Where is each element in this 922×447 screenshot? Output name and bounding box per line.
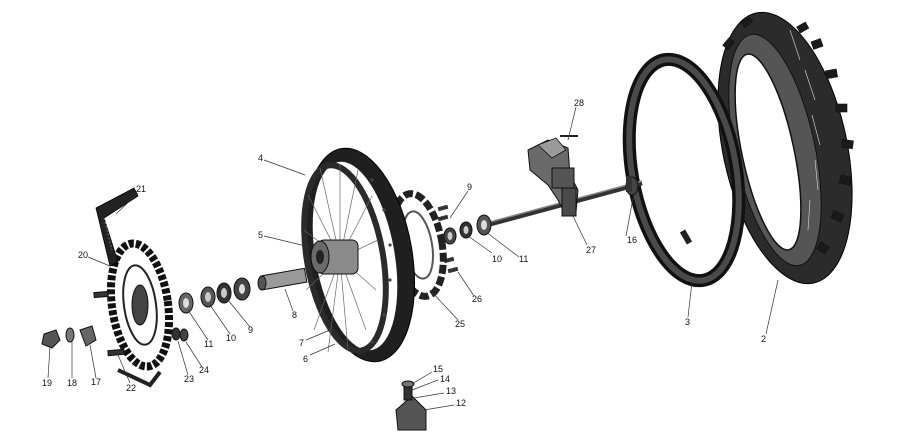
callout-3: 3 (685, 317, 690, 327)
callout-11-left: 11 (204, 339, 213, 349)
callout-21: 21 (136, 184, 146, 194)
callout-25: 25 (455, 319, 465, 329)
chain-adjuster (395, 380, 427, 431)
callout-11-right: 11 (519, 254, 528, 264)
right-spacers (437, 204, 492, 274)
callout-labels: 21 20 4 5 19 18 17 22 23 24 11 10 9 8 7 … (42, 98, 766, 408)
callout-14: 14 (440, 374, 450, 384)
sprocket-hardware (41, 290, 189, 357)
callout-13: 13 (446, 386, 456, 396)
callout-17: 17 (91, 377, 101, 387)
callout-9-left: 9 (248, 325, 253, 335)
callout-27: 27 (586, 245, 596, 255)
callout-18: 18 (67, 378, 77, 388)
axle-spacer (257, 267, 308, 291)
callout-9-right: 9 (467, 182, 472, 192)
callout-12: 12 (456, 398, 466, 408)
callout-19: 19 (42, 378, 52, 388)
callout-28: 28 (574, 98, 584, 108)
callout-22: 22 (126, 383, 136, 393)
callout-24: 24 (199, 365, 209, 375)
callout-10-right: 10 (492, 254, 502, 264)
callout-7: 7 (299, 338, 304, 348)
axle-assembly (489, 135, 643, 227)
callout-4: 4 (258, 153, 263, 163)
callout-16: 16 (627, 235, 637, 245)
callout-20: 20 (78, 250, 88, 260)
tire (717, 11, 854, 285)
callout-6: 6 (303, 354, 308, 364)
callout-26: 26 (472, 294, 482, 304)
callout-23: 23 (184, 374, 194, 384)
wheel-rim (301, 147, 416, 363)
callout-5: 5 (258, 230, 263, 240)
callout-2: 2 (761, 334, 766, 344)
left-spacers (178, 277, 251, 314)
callout-15: 15 (433, 364, 443, 374)
leader-lines (47, 106, 779, 411)
callout-10-left: 10 (226, 333, 236, 343)
callout-8: 8 (292, 310, 297, 320)
